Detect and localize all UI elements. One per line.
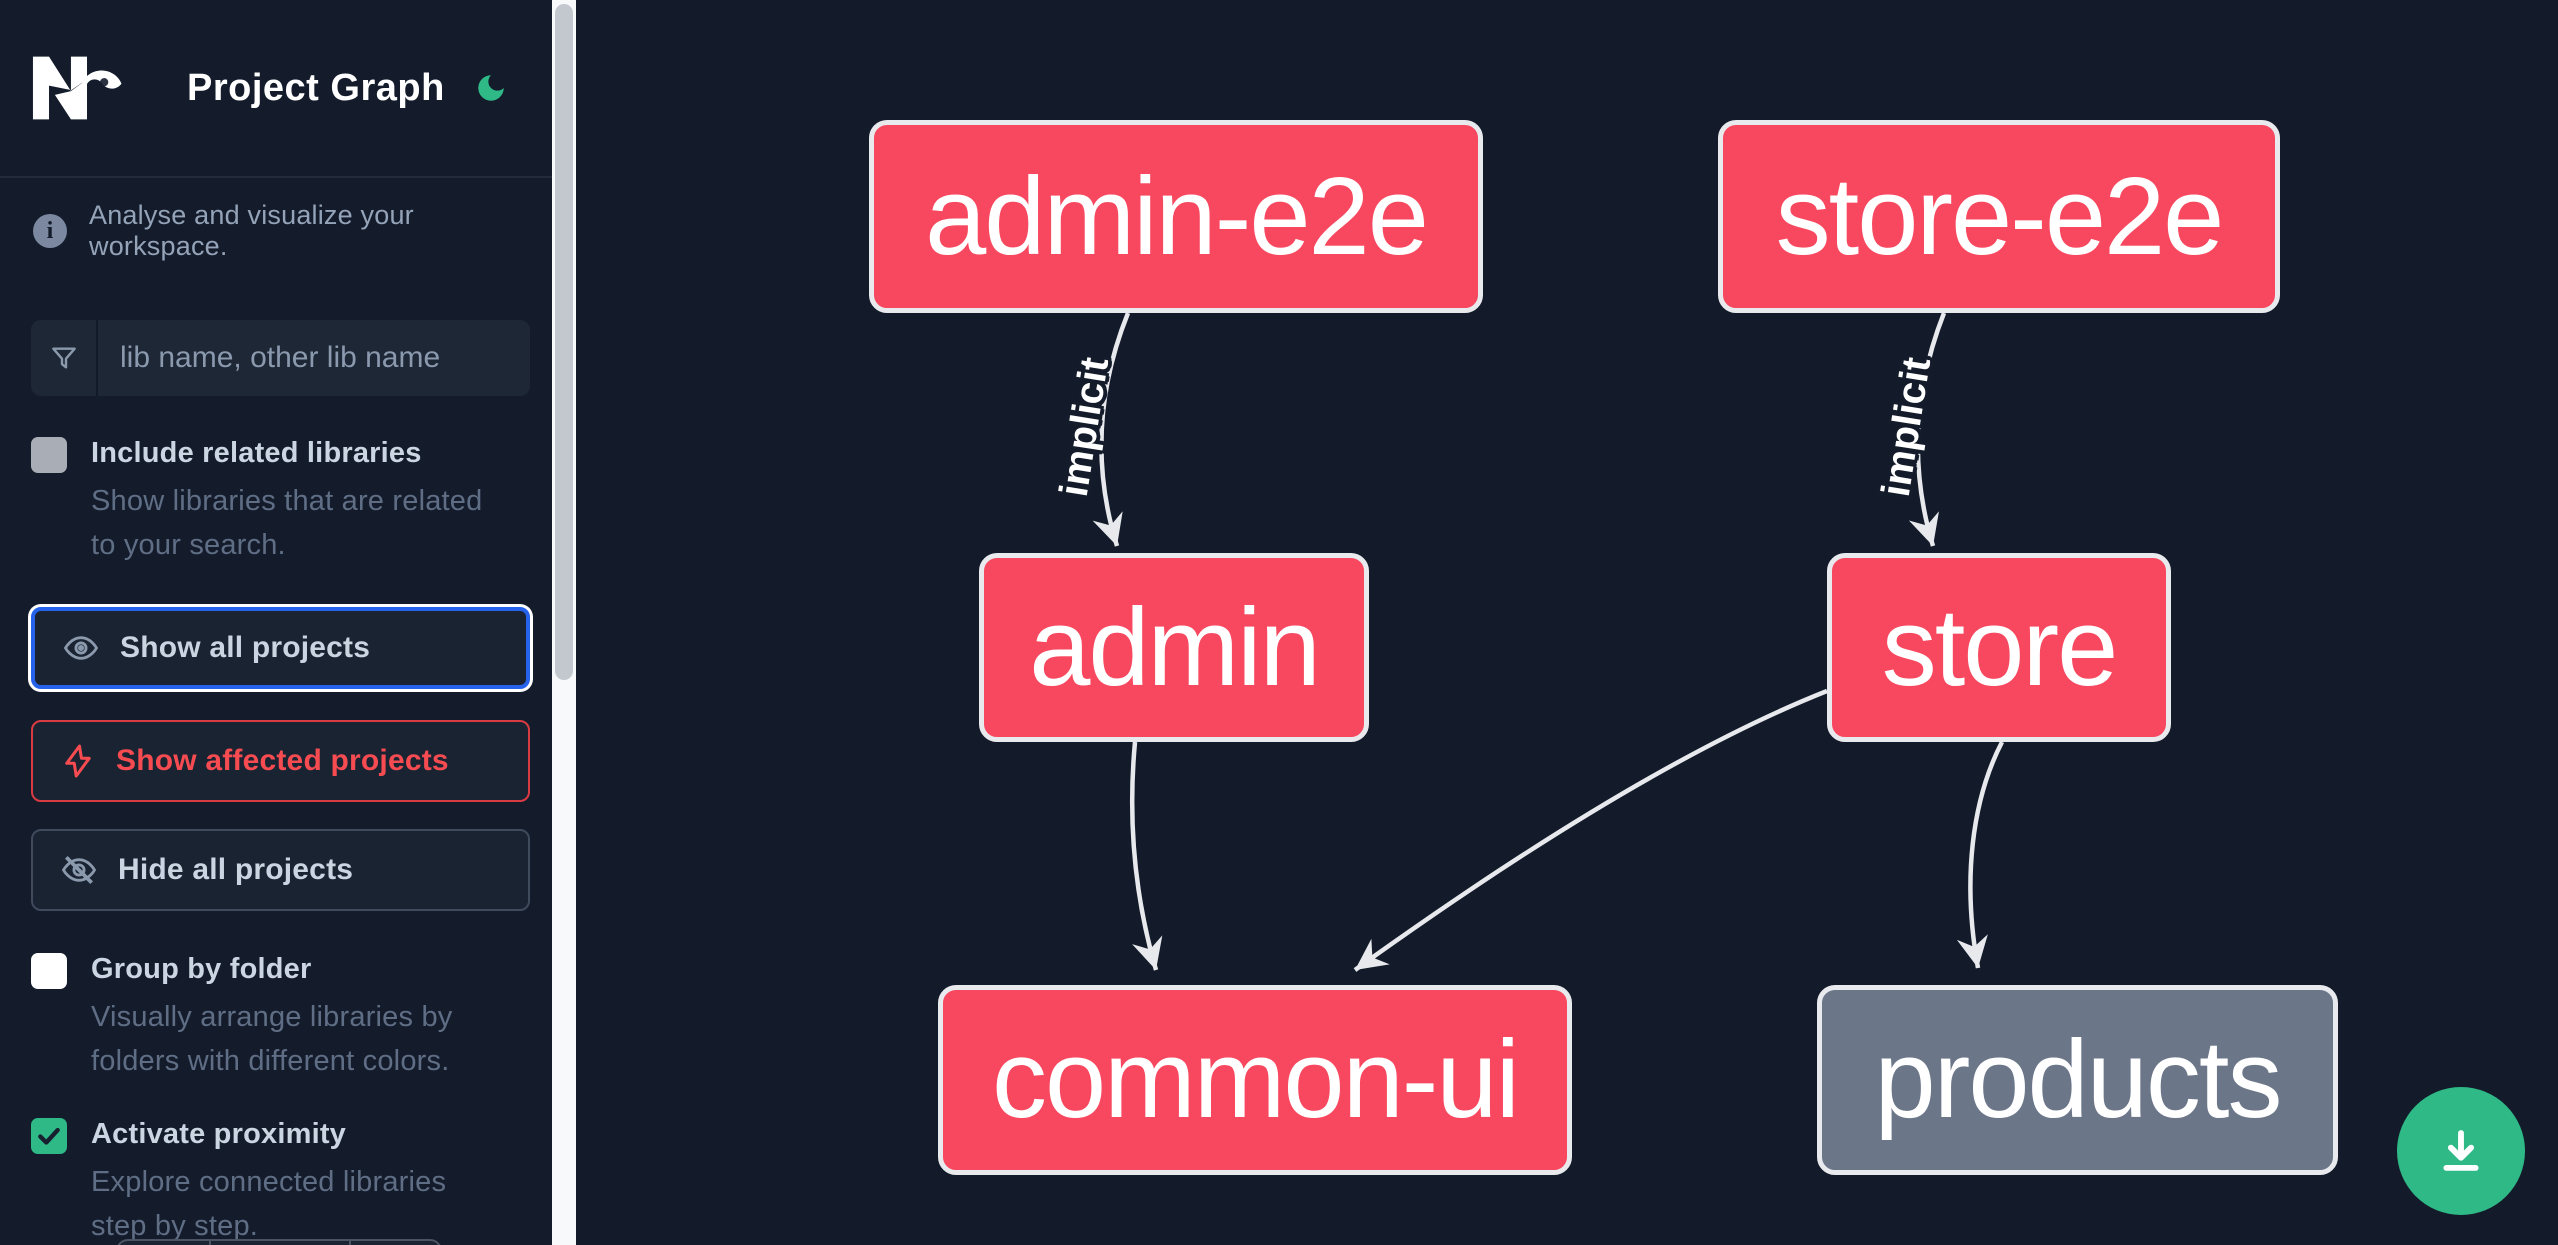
show-affected-projects-button[interactable]: Show affected projects xyxy=(31,720,530,802)
graph-node-store[interactable]: store xyxy=(1827,553,2171,742)
dark-mode-moon-icon[interactable] xyxy=(474,71,508,105)
sidebar: Project Graph i Analyse and visualize yo… xyxy=(0,0,552,1245)
graph-canvas[interactable]: admin-e2e store-e2e admin store common-ui pro… xyxy=(576,0,2558,1245)
page-title: Project Graph xyxy=(187,66,445,109)
graph-edge-store-common-ui[interactable] xyxy=(1353,688,1828,972)
option-group-by-folder: Group by folder Visually arrange librari… xyxy=(31,951,507,1083)
lightning-bolt-icon xyxy=(65,744,91,778)
graph-node-admin-e2e[interactable]: admin-e2e xyxy=(869,120,1483,313)
search-box xyxy=(31,320,530,396)
download-icon xyxy=(2443,1130,2479,1171)
info-icon: i xyxy=(33,214,67,248)
tagline-row: i Analyse and visualize your workspace. xyxy=(33,200,530,262)
checkbox-include-related[interactable] xyxy=(31,437,67,473)
graph-node-admin[interactable]: admin xyxy=(979,553,1369,742)
option-label: Include related libraries xyxy=(91,437,422,469)
stepper-decrement[interactable] xyxy=(118,1241,211,1245)
option-description: Explore connected libraries step by step… xyxy=(91,1166,447,1242)
button-label: Hide all projects xyxy=(118,853,354,886)
eye-off-icon xyxy=(61,855,97,885)
show-all-projects-button[interactable]: Show all projects xyxy=(31,607,530,689)
graph-node-common-ui[interactable]: common-ui xyxy=(938,985,1572,1175)
option-include-related: Include related libraries Show libraries… xyxy=(31,435,507,567)
option-activate-proximity: Activate proximity Explore connected lib… xyxy=(31,1116,507,1245)
sidebar-scrollbar-thumb[interactable] xyxy=(555,4,573,680)
nx-logo xyxy=(32,56,122,120)
graph-node-products[interactable]: products xyxy=(1817,985,2338,1175)
button-label: Show all projects xyxy=(120,631,371,664)
hide-all-projects-button[interactable]: Hide all projects xyxy=(31,829,530,911)
stepper-value xyxy=(211,1241,351,1245)
graph-node-store-e2e[interactable]: store-e2e xyxy=(1718,120,2280,313)
download-image-button[interactable] xyxy=(2397,1087,2525,1215)
sidebar-header: Project Graph xyxy=(0,0,552,178)
button-label: Show affected projects xyxy=(116,744,449,777)
proximity-depth-stepper[interactable] xyxy=(116,1239,442,1245)
eye-icon xyxy=(63,636,99,660)
option-description: Show libraries that are related to your … xyxy=(91,485,483,561)
option-description: Visually arrange libraries by folders wi… xyxy=(91,1001,453,1077)
graph-edge-admin-e2e-admin[interactable] xyxy=(1092,312,1131,547)
graph-edge-store-e2e-store[interactable] xyxy=(1908,312,1947,547)
option-label: Group by folder xyxy=(91,953,312,985)
option-label: Activate proximity xyxy=(91,1118,347,1150)
stepper-increment[interactable] xyxy=(351,1241,440,1245)
filter-funnel-icon xyxy=(31,320,98,396)
search-input[interactable] xyxy=(98,320,530,396)
sidebar-scrollbar-track[interactable] xyxy=(552,0,576,1245)
tagline-text: Analyse and visualize your workspace. xyxy=(89,200,414,261)
graph-edge-admin-common-ui[interactable] xyxy=(1129,741,1163,971)
checkbox-activate-proximity[interactable] xyxy=(31,1118,67,1154)
graph-edge-store-products[interactable] xyxy=(1956,740,2004,969)
checkbox-group-by-folder[interactable] xyxy=(31,953,67,989)
graph-edges xyxy=(1092,312,2004,972)
